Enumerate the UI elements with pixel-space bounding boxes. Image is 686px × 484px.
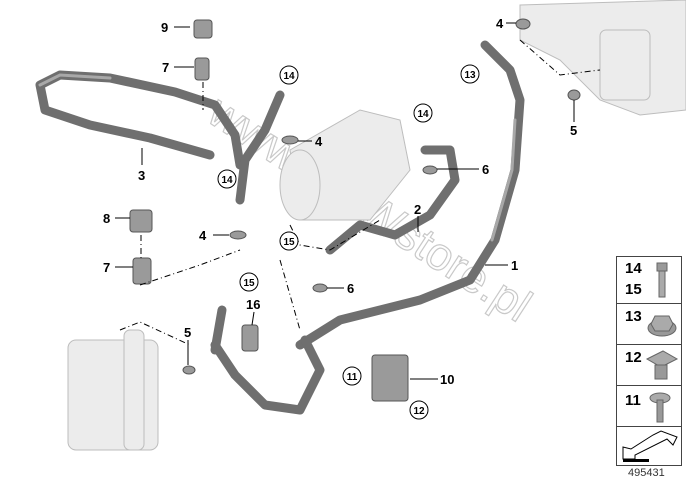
hose-2 xyxy=(325,145,460,255)
callout-16: 16 xyxy=(246,297,260,312)
clip-nut-icon xyxy=(645,350,679,380)
seal-5a xyxy=(567,89,581,101)
callout-14-circled: 14 xyxy=(413,103,433,123)
valve-7a xyxy=(194,57,210,81)
svg-text:14: 14 xyxy=(417,109,429,120)
callout-11-circled: 11 xyxy=(342,366,362,386)
callout-13-circled: 13 xyxy=(460,64,480,84)
hose-1 xyxy=(295,40,525,350)
dryer-condenser-ghost xyxy=(67,329,159,451)
callout-1: 1 xyxy=(511,258,518,273)
flange-bolt-icon xyxy=(649,392,671,423)
callout-4: 4 xyxy=(315,134,323,149)
callout-5: 5 xyxy=(570,123,577,138)
hose-15-pipe xyxy=(210,305,227,355)
callout-3: 3 xyxy=(138,168,145,183)
hose-16-line xyxy=(210,335,325,415)
heater-box-ghost xyxy=(519,0,686,116)
svg-text:13: 13 xyxy=(464,70,476,81)
svg-text:14: 14 xyxy=(283,71,295,82)
callout-4: 4 xyxy=(199,228,207,243)
callout-14-circled: 14 xyxy=(279,65,299,85)
legend-item-hex-nut: 13 xyxy=(617,304,681,345)
legend-item-bolt: 14 15 xyxy=(617,257,681,304)
cap-9 xyxy=(193,19,213,39)
seal-4c xyxy=(515,18,531,30)
callout-12-circled: 12 xyxy=(409,400,429,420)
diagram-id: 495431 xyxy=(628,467,665,479)
legend-item-flange-bolt: 11 xyxy=(617,386,681,427)
callout-4: 4 xyxy=(496,16,504,31)
legend-number: 12 xyxy=(625,349,642,366)
svg-text:15: 15 xyxy=(243,278,255,289)
callout-5: 5 xyxy=(184,325,191,340)
leader-lines xyxy=(115,22,575,380)
callout-9: 9 xyxy=(161,20,168,35)
callout-15-circled: 15 xyxy=(239,272,259,292)
callout-10: 10 xyxy=(440,372,454,387)
navigation-arrow-icon xyxy=(622,430,678,462)
hose-3 xyxy=(35,70,245,170)
valve-7b xyxy=(132,257,152,285)
svg-text:11: 11 xyxy=(347,372,358,383)
bracket-10 xyxy=(371,354,409,402)
fastener-legend: 14 15 13 12 11 xyxy=(616,256,682,466)
seal-6a xyxy=(422,165,438,175)
compressor-ghost xyxy=(279,109,411,221)
callout-6: 6 xyxy=(482,162,489,177)
callout-6: 6 xyxy=(347,281,354,296)
svg-text:12: 12 xyxy=(413,406,425,417)
seal-5b xyxy=(182,365,196,375)
seal-4a xyxy=(281,135,299,145)
callout-14-circled: 14 xyxy=(217,169,237,189)
callout-7: 7 xyxy=(103,260,110,275)
seal-6b xyxy=(312,283,328,293)
callout-2: 2 xyxy=(414,202,421,217)
seal-4b xyxy=(229,230,247,240)
svg-text:14: 14 xyxy=(221,175,233,186)
pressure-sensor-16 xyxy=(241,324,259,352)
legend-number: 14 xyxy=(625,260,642,277)
legend-number: 13 xyxy=(625,308,642,325)
svg-text:15: 15 xyxy=(283,237,295,248)
hex-nut-icon xyxy=(647,315,677,337)
cap-8 xyxy=(129,209,153,233)
hose-14-line xyxy=(235,90,285,205)
callout-15-circled: 15 xyxy=(279,231,299,251)
callout-7: 7 xyxy=(162,60,169,75)
legend-navigation-arrow xyxy=(617,427,681,465)
legend-item-clip-nut: 12 xyxy=(617,345,681,386)
legend-number: 15 xyxy=(625,281,642,298)
legend-number: 11 xyxy=(625,392,641,409)
bolt-icon xyxy=(656,262,668,298)
callout-8: 8 xyxy=(103,211,110,226)
